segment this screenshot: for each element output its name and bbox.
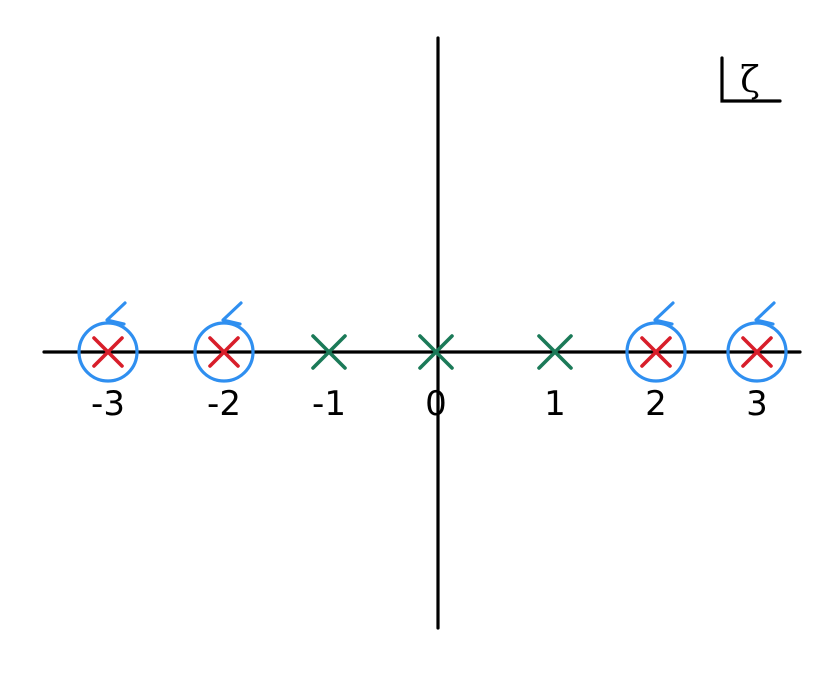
point--1: -1 <box>311 334 347 424</box>
contour-circle <box>77 321 139 383</box>
tick-label: 3 <box>746 384 768 424</box>
tick-label: 2 <box>645 384 667 424</box>
contour-arrow <box>105 301 127 326</box>
contour-circle <box>726 321 788 383</box>
plane-label-corner: ζ <box>720 56 782 103</box>
pole-cross-mark <box>92 336 124 368</box>
tick-label: -2 <box>207 384 241 424</box>
contour-circle <box>625 321 687 383</box>
point-3: 3 <box>726 301 788 424</box>
contour-circle <box>193 321 255 383</box>
pole-cross-mark <box>640 336 672 368</box>
point--2: -2 <box>193 301 255 424</box>
pole-cross-mark <box>741 336 773 368</box>
point--3: -3 <box>77 301 139 424</box>
cross-mark <box>311 334 347 370</box>
plane-label: ζ <box>740 60 760 101</box>
tick-label: -3 <box>91 384 125 424</box>
pole-cross-mark <box>208 336 240 368</box>
tick-label: -1 <box>312 384 346 424</box>
cross-mark <box>418 334 454 370</box>
point-2: 2 <box>625 301 687 424</box>
points-layer: -3 -2 -1 0 1 2 3 <box>77 301 788 424</box>
cross-mark <box>537 334 573 370</box>
tick-label: 1 <box>544 384 566 424</box>
point-1: 1 <box>537 334 573 424</box>
contour-arrow <box>653 301 675 326</box>
point-0: 0 <box>418 334 454 424</box>
tick-label: 0 <box>425 384 447 424</box>
contour-arrow <box>754 301 776 326</box>
plane-label-corner-mark <box>720 56 782 103</box>
contour-arrow <box>221 301 243 326</box>
